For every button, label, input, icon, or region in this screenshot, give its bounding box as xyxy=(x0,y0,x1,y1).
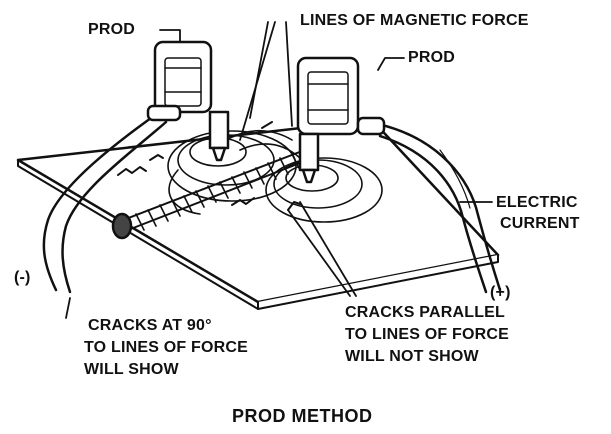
label-positive-polarity: (+) xyxy=(490,284,511,301)
right-cable xyxy=(378,123,502,294)
label-prod-right: PROD xyxy=(408,49,456,66)
label-current: CURRENT xyxy=(500,215,580,232)
label-cracks-90-line3: WILL SHOW xyxy=(84,361,179,378)
diagram-title: PROD METHOD xyxy=(232,406,373,426)
cracks xyxy=(117,121,301,211)
left-prod xyxy=(146,40,230,162)
label-cracks-parallel-line1: CRACKS PARALLEL xyxy=(345,304,506,321)
left-cable xyxy=(42,111,168,294)
weld-bead xyxy=(111,147,319,240)
label-cracks-parallel-line3: WILL NOT SHOW xyxy=(345,348,479,365)
label-negative-polarity: (-) xyxy=(14,269,31,286)
right-prod xyxy=(296,56,386,184)
test-plate xyxy=(16,118,500,310)
label-prod-left: PROD xyxy=(88,21,136,38)
label-electric: ELECTRIC xyxy=(496,194,578,211)
label-cracks-90-line2: TO LINES OF FORCE xyxy=(84,339,249,356)
label-lines-of-magnetic-force: LINES OF MAGNETIC FORCE xyxy=(300,12,529,29)
weld-bead-end xyxy=(111,212,133,240)
label-cracks-90-line1: CRACKS AT 90° xyxy=(88,317,212,334)
leader-lines xyxy=(65,21,493,319)
label-cracks-parallel-line2: TO LINES OF FORCE xyxy=(345,326,510,343)
